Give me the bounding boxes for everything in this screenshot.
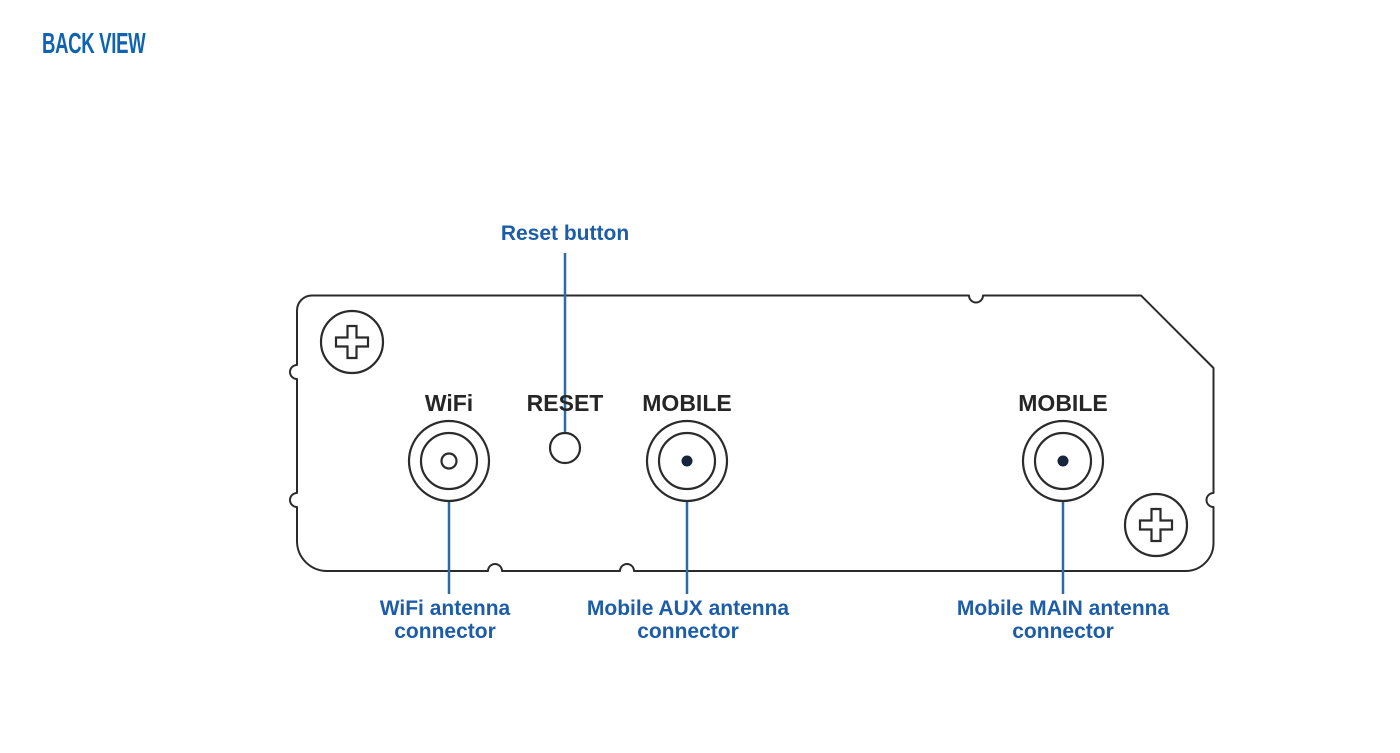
port-label-mobile-main: MOBILE [1018, 390, 1107, 416]
port-label-wifi: WiFi [425, 390, 473, 416]
port-label-reset: RESET [527, 390, 604, 416]
page-title: BACK VIEW [42, 28, 146, 60]
phillips-screw-icon [1123, 492, 1189, 558]
callout-label-mobile-aux-line2: connector [637, 620, 739, 643]
rf-connector-icon [1021, 419, 1105, 503]
callout-label-mobile-main-line2: connector [1012, 620, 1114, 643]
callout-label-wifi-line2: connector [394, 620, 496, 643]
rf-connector-icon [645, 419, 729, 503]
phillips-screw-icon [319, 309, 385, 375]
callout-label-reset: Reset button [501, 222, 629, 245]
callout-label-wifi-line1: WiFi antenna [380, 597, 511, 620]
port-label-mobile-aux: MOBILE [642, 390, 731, 416]
reset-button-icon [548, 431, 582, 465]
callout-label-mobile-aux-line1: Mobile AUX antenna [587, 597, 790, 620]
device-panel-outline [289, 294, 1215, 572]
callout-label-mobile-main-line1: Mobile MAIN antenna [957, 597, 1170, 620]
rf-connector-icon [407, 419, 491, 503]
